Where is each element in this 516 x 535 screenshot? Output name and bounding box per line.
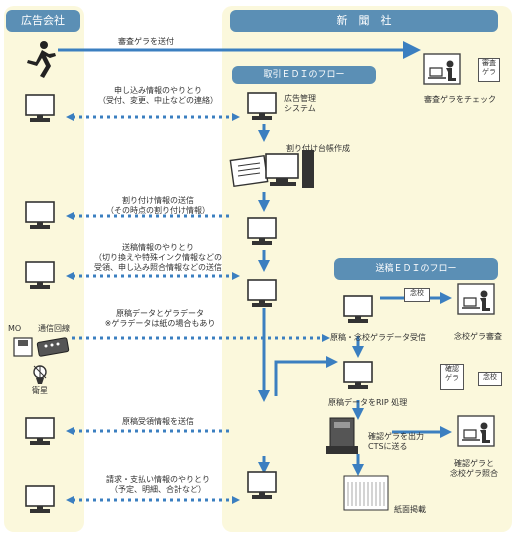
print-label: 紙面掲載 [394, 505, 426, 514]
data-receive-label: 原稿・念校ゲラデータ受信 [330, 333, 426, 342]
output-line2: CTSに送る [368, 442, 408, 451]
submission-exchange-label: 送稿情報のやりとり （切り換えや特殊インク情報などの 受領、申し込み照合情報など… [72, 243, 244, 273]
newspaper-pc-2 [247, 217, 277, 246]
check-proof-label: 審査ゲラをチェック [424, 95, 496, 104]
collate-line1: 確認ゲラと [454, 459, 494, 468]
proof-send-label: 審査ゲラを送付 [118, 37, 174, 46]
proofread-card: 念校 [404, 288, 430, 302]
rip-label: 原稿データをRIP 処理 [328, 398, 408, 407]
submission-edi-header: 送稿ＥＤＩのフロー [334, 258, 498, 280]
receipt-send-label: 原稿受領情報を送信 [122, 417, 194, 426]
proof-card-line1: 審査 [482, 59, 496, 67]
line-label: 通信回線 [38, 324, 70, 333]
check-proof-person [423, 53, 461, 85]
collate-label: 確認ゲラと 念校ゲラ照合 [438, 459, 510, 479]
ad-company-header: 広告会社 [6, 10, 80, 32]
application-exchange-label: 申し込み情報のやりとり （受付、変更、中止などの連絡） [80, 86, 236, 106]
receive-pc [343, 295, 373, 324]
ad-pc-2 [25, 201, 55, 230]
proof-card-line2: ゲラ [482, 68, 496, 76]
proof-card: 審査 ゲラ [478, 58, 500, 82]
confirm-card-line2: ゲラ [445, 374, 459, 382]
ad-mgmt-pc [247, 92, 277, 121]
application-exchange-line2: （受付、変更、中止などの連絡） [98, 96, 218, 105]
allocation-send-line2: （その時点の割り付け情報） [106, 206, 210, 215]
ad-pc-4 [25, 417, 55, 446]
ad-mgmt-line1: 広告管理 [284, 94, 316, 103]
transaction-edi-header: 取引ＥＤＩのフロー [232, 66, 376, 84]
manuscript-label: 原稿データとゲラデータ ※ゲラデータは紙の場合もあり [80, 309, 240, 329]
confirm-card: 確認 ゲラ [440, 364, 464, 390]
billing-label: 請求・支払い情報のやりとり （予定、明細、合計など） [80, 475, 236, 495]
newspaper-header: 新 聞 社 [230, 10, 498, 32]
proofread-review-label: 念校ゲラ審査 [454, 332, 502, 341]
modem-icon [36, 337, 70, 357]
ledger-illustration [229, 150, 314, 188]
printer-icon [326, 417, 358, 454]
submission-exchange-line1: 送稿情報のやりとり [122, 243, 194, 252]
submission-exchange-line2: （切り換えや特殊インク情報などの [94, 253, 222, 262]
confirm-card-line1: 確認 [445, 365, 459, 373]
satellite-label: 衛星 [32, 386, 48, 395]
mo-disk-icon [13, 337, 33, 357]
allocation-send-line1: 割り付け情報の送信 [122, 196, 194, 205]
newspaper-pc-5 [247, 471, 277, 500]
mo-label: MO [8, 324, 22, 333]
manuscript-line1: 原稿データとゲラデータ [116, 309, 204, 318]
rip-pc [343, 361, 373, 390]
ledger-label: 割り付け台帳作成 [286, 144, 350, 153]
ad-mgmt-line2: システム [284, 104, 316, 113]
collate-person [457, 415, 495, 447]
running-person-icon [27, 41, 56, 78]
manuscript-line2: ※ゲラデータは紙の場合もあり [104, 319, 216, 328]
output-label: 確認ゲラを出力 CTSに送る [368, 432, 424, 452]
submission-exchange-line3: 受領、申し込み照合情報などの送信 [94, 263, 222, 272]
confirm-proofread-card: 念校 [478, 372, 502, 386]
allocation-send-label: 割り付け情報の送信 （その時点の割り付け情報） [80, 196, 236, 216]
application-exchange-line1: 申し込み情報のやりとり [114, 86, 202, 95]
satellite-icon [33, 365, 47, 384]
ad-pc-3 [25, 261, 55, 290]
collate-line2: 念校ゲラ照合 [450, 469, 498, 478]
ad-mgmt-label: 広告管理 システム [284, 94, 316, 114]
newspaper-print-icon [343, 475, 389, 511]
proofread-review-person [457, 283, 495, 315]
newspaper-pc-3 [247, 279, 277, 308]
ad-pc-5 [25, 485, 55, 514]
billing-line2: （予定、明細、合計など） [110, 485, 206, 494]
billing-line1: 請求・支払い情報のやりとり [106, 475, 210, 484]
ad-pc-1 [25, 94, 55, 123]
output-line1: 確認ゲラを出力 [368, 432, 424, 441]
